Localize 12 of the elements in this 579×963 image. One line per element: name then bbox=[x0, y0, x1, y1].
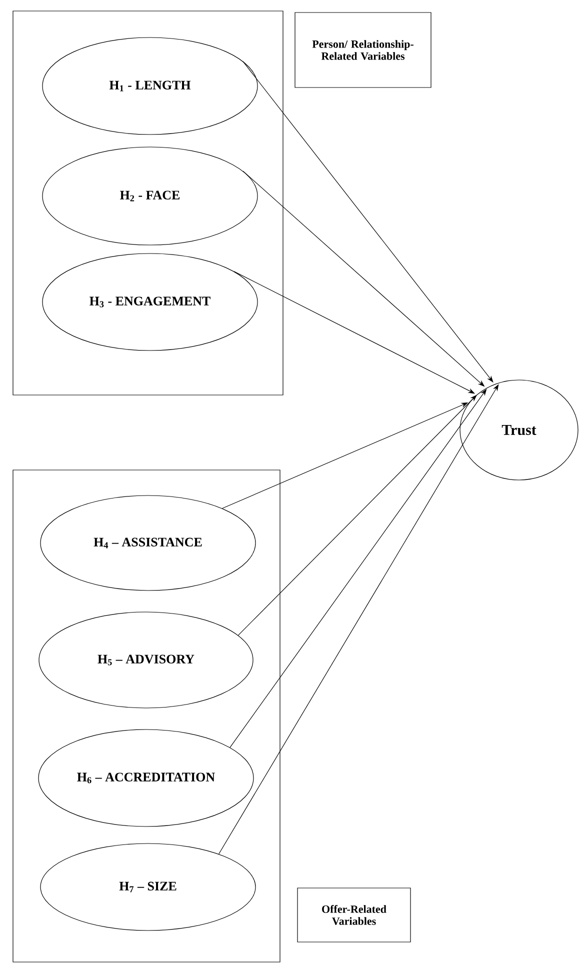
ellipse-node: H$_{1}$ - LENGTH bbox=[42, 37, 258, 135]
group-frame bbox=[12, 470, 280, 962]
label-box: Person/ Relationship-Related Variables bbox=[294, 12, 432, 88]
ellipse-node: H$_{2}$ - FACE bbox=[42, 146, 258, 246]
ellipse-node: H$_{4}$ – ASSISTANCE bbox=[40, 495, 256, 591]
ellipse-node: H$_{3}$ - ENGAGEMENT bbox=[42, 253, 258, 351]
ellipse-node: Trust bbox=[460, 380, 578, 480]
ellipse-node: H$_{7}$ – SIZE bbox=[40, 843, 256, 931]
label-box: Offer-Related Variables bbox=[297, 888, 411, 942]
group-frame bbox=[12, 10, 284, 396]
ellipse-node: H$_{6}$ – ACCREDITATION bbox=[38, 729, 254, 827]
ellipse-node: H$_{5}$ – ADVISORY bbox=[38, 612, 254, 708]
